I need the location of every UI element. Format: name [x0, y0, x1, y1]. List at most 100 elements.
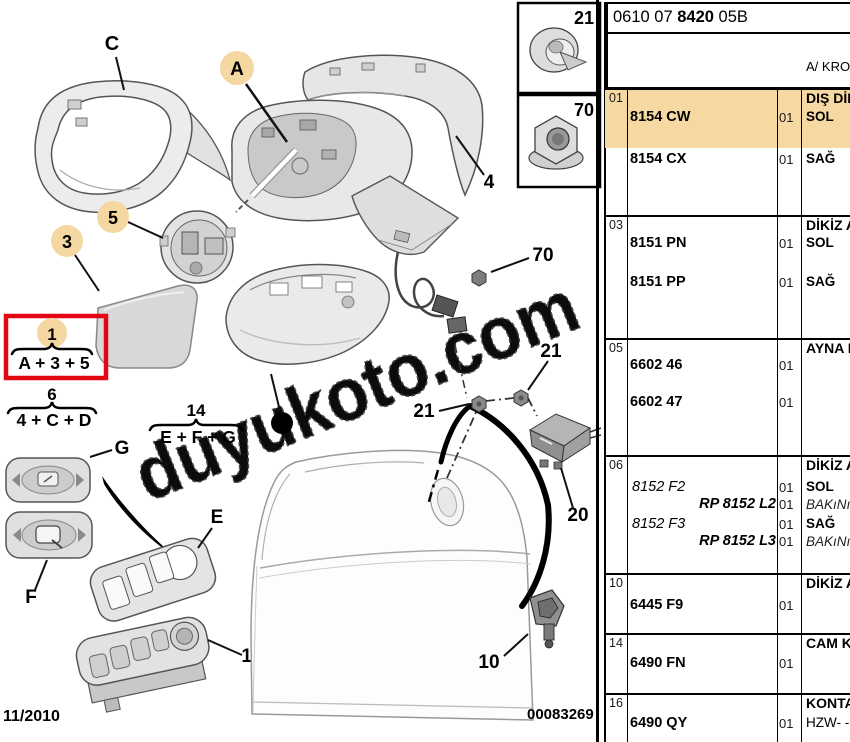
mirror-cap-part: [302, 54, 484, 197]
part-note: BAKıNı: [806, 497, 850, 512]
inset-box-21: [516, 1, 602, 95]
group-divider: [604, 215, 850, 217]
formula-1: A + 3 + 5: [18, 353, 90, 373]
mount-axis-line: [446, 397, 538, 479]
label-10: 10: [478, 652, 499, 673]
label-14: 14: [187, 401, 206, 420]
col-divider-qty: [777, 88, 778, 742]
subheader-box: [606, 30, 850, 87]
drawing-number: 00083269: [527, 706, 594, 723]
part-note: SAĞ: [806, 151, 836, 166]
document-code-box: 0610 07 8420 05B: [606, 2, 850, 34]
leader-f: [34, 559, 48, 591]
part-qty: 01: [779, 275, 794, 290]
part-desc: DİKİZ A: [806, 575, 850, 591]
part-note: SOL: [806, 479, 834, 494]
car-door-sketch: [250, 449, 534, 721]
pos-number: 03: [609, 218, 623, 232]
leader-d: [270, 373, 281, 412]
vertical-divider-heavy: [596, 0, 599, 742]
part-code[interactable]: RP 8152 L3: [699, 533, 776, 549]
document-code-prefix: 0610 07: [613, 8, 678, 26]
part-code[interactable]: 6602 47: [630, 394, 683, 410]
date-stamp: 11/2010: [3, 708, 60, 725]
leader-21-b: [527, 360, 549, 391]
window-switch-part: [75, 616, 210, 713]
bubble-3[interactable]: [51, 225, 83, 257]
label-20: 20: [567, 505, 588, 526]
part-code[interactable]: 8151 PN: [630, 235, 687, 251]
brace-6: [6, 401, 98, 415]
glass-highlight: [103, 291, 185, 311]
part-qty: 01: [779, 497, 794, 512]
nut-70: [471, 269, 487, 287]
part-code[interactable]: 6490 QY: [630, 715, 688, 731]
glass-actuator-part: [159, 210, 236, 284]
label-e: E: [211, 507, 224, 528]
part-qty: 01: [779, 152, 794, 167]
part-code[interactable]: 8151 PP: [630, 274, 686, 290]
leader-4: [455, 135, 485, 176]
label-d: D: [277, 416, 288, 433]
part-note: BAKıNı: [806, 534, 850, 549]
part-qty: 01: [779, 110, 794, 125]
bubble-1[interactable]: [37, 318, 67, 348]
part-qty: 01: [779, 236, 794, 251]
mirror-switch-f: [5, 511, 93, 559]
table-top-border: [604, 87, 850, 90]
inset-label-21: 21: [574, 8, 594, 28]
leader-21-a: [438, 403, 470, 412]
col-divider-desc: [801, 88, 802, 742]
label-f: F: [25, 587, 37, 608]
pos-number: 01: [609, 91, 623, 105]
part-code[interactable]: 6490 FN: [630, 655, 686, 671]
label-c: C: [105, 33, 119, 55]
part-qty: 01: [779, 517, 794, 532]
bubble-d: [271, 412, 293, 434]
control-module-part: [528, 413, 602, 470]
group-divider: [604, 455, 850, 457]
leader-20: [560, 467, 574, 509]
group-divider: [604, 693, 850, 695]
bubble-a[interactable]: [220, 51, 254, 85]
leader-3: [74, 254, 100, 292]
part-qty: 01: [779, 480, 794, 495]
part-note: SAĞ: [806, 274, 836, 289]
lower-housing-part: [225, 263, 390, 365]
part-code[interactable]: 8152 F3: [632, 516, 686, 532]
document-code-bold: 8420: [677, 8, 714, 26]
part-code[interactable]: 6445 F9: [630, 597, 684, 613]
part-code[interactable]: 6602 46: [630, 357, 683, 373]
table-left-border: [604, 2, 606, 742]
part-desc: CAM K: [806, 635, 850, 651]
label-a: A: [230, 59, 244, 80]
leader-70: [490, 257, 530, 273]
label-70: 70: [532, 245, 553, 266]
part-desc: AYNA K: [806, 340, 850, 356]
part-code[interactable]: 8152 F2: [632, 479, 686, 495]
part-desc: DİKİZ A: [806, 457, 850, 473]
leader-a: [244, 83, 289, 143]
label-5: 5: [108, 208, 118, 228]
bubble-5[interactable]: [97, 201, 129, 233]
part-note: SOL: [806, 235, 834, 250]
part-qty: 01: [779, 598, 794, 613]
switch-bezel-part: [89, 537, 217, 622]
selected-row-highlight[interactable]: [605, 89, 850, 148]
harness-swoosh: [467, 403, 552, 609]
part-qty: 01: [779, 395, 794, 410]
group-divider: [604, 573, 850, 575]
mirror-surround-part: [34, 80, 232, 214]
selection-box: [3, 313, 109, 381]
brace-1: [10, 342, 94, 356]
mirror-glass-part: [95, 284, 198, 369]
part-code[interactable]: RP 8152 L2: [699, 496, 776, 512]
leader-c: [115, 56, 125, 91]
part-code[interactable]: 8154 CX: [630, 151, 687, 167]
formula-14: E + F + G: [160, 427, 236, 447]
corner-label: A/ KRO: [806, 59, 850, 74]
group-divider: [604, 633, 850, 635]
label-21-a: 21: [413, 401, 435, 422]
part-code[interactable]: 8154 CW: [630, 109, 691, 125]
